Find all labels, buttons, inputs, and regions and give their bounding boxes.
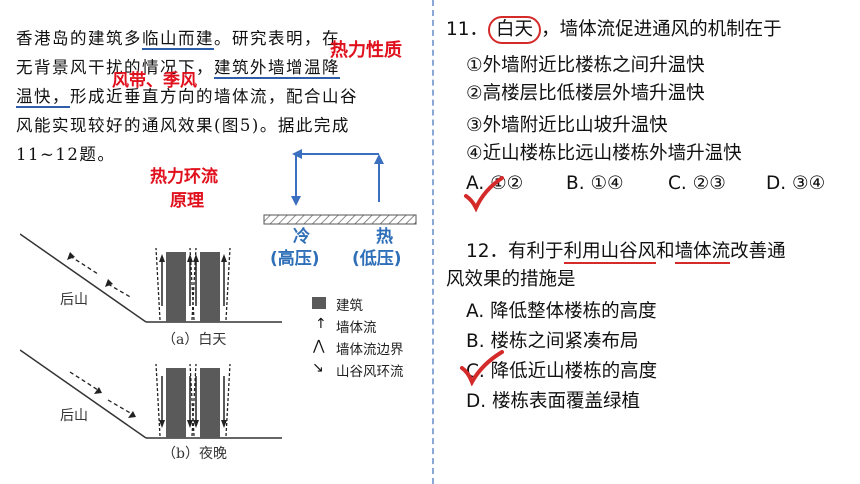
ground-surface: [263, 214, 417, 225]
q12-option-a: A. 降低整体楼栋的高度: [466, 301, 657, 322]
dashed-arrow-icon: ↘: [312, 360, 324, 376]
annotation-thermal-circulation: 热力环流: [150, 167, 218, 187]
q12-option-d: D. 楼栋表面覆盖绿植: [466, 391, 641, 412]
question-11-stem: 11．白天，墙体流促进通风的机制在于: [446, 14, 782, 46]
passage-line-2: 无背景风干扰的情况下，建筑外墙增温降: [16, 53, 424, 82]
building-icon: [166, 368, 186, 438]
page-divider: [432, 0, 434, 484]
question-12-stem-line2: 风效果的措施是: [446, 269, 576, 290]
up-arrow-icon: ↑: [315, 316, 327, 332]
building-icon: [200, 368, 220, 438]
label-hot: 热: [376, 227, 393, 247]
valley-wind-figure: 后山 （a）白天 后山 （b）夜晚: [20, 233, 282, 462]
caption-night: （b）夜晚: [162, 446, 227, 462]
passage-underline-cool: 温快，: [16, 87, 70, 108]
underline-wall-flow: 墙体流: [674, 241, 731, 264]
passage-line-3: 温快，形成近垂直方向的墙体流，配合山谷: [16, 82, 424, 111]
arrow-up-icon: [374, 154, 384, 164]
legend-item-wall-flow-boundary: ⋀ 墙体流边界: [313, 338, 404, 358]
annotation-principle: 原理: [170, 191, 204, 211]
mountain-label-a: 后山: [60, 292, 88, 308]
legend-item-building: 建筑: [310, 294, 430, 316]
label-high-pressure: (高压): [270, 249, 320, 269]
q12-option-b: B. 楼栋之间紧凑布局: [466, 331, 639, 352]
reading-passage: 香港岛的建筑多临山而建。研究表明，在 无背景风干扰的情况下，建筑外墙增温降 温快…: [16, 24, 424, 169]
passage-text: 形成近垂直方向的墙体流，配合山谷: [70, 87, 358, 106]
checkmark-icon: [460, 350, 504, 386]
q11-option-4: ④近山楼栋比远山楼栋外墙升温快: [466, 143, 742, 164]
building-icon: [200, 252, 220, 322]
q12-option-c: C. 降低近山楼栋的高度: [466, 361, 658, 382]
label-cold: 冷: [293, 227, 310, 247]
passage-text: 无背景风干扰的情况下，: [16, 58, 214, 77]
legend-item-wall-flow: ↑ 墙体流: [315, 316, 377, 336]
q11-option-3: ③外墙附近比山坡升温快: [466, 115, 668, 136]
passage-line-1: 香港岛的建筑多临山而建。研究表明，在: [16, 24, 424, 53]
figure-legend: 建筑 ↑ 墙体流 ⋀ 墙体流边界 ↘ 山谷风环流: [310, 294, 430, 382]
panel-daytime: 后山 （a）白天: [20, 233, 282, 348]
dashed-boundary-icon: ⋀: [313, 338, 325, 354]
label-low-pressure: (低压): [352, 249, 402, 269]
q11-option-1: ①外墙附近比楼栋之间升温快: [466, 55, 705, 76]
caption-daytime: （a）白天: [162, 332, 226, 348]
arrow-left-icon: [292, 149, 302, 159]
q11-option-2: ②高楼层比低楼层外墙升温快: [466, 83, 705, 104]
passage-underline-mountain: 临山而建: [142, 29, 214, 50]
building-icon: [166, 252, 186, 322]
q11-choice-b: B. ①④: [566, 173, 624, 194]
passage-line-5: 11~12题。: [16, 145, 116, 164]
passage-line-4: 风能实现较好的通风效果(图5)。据此完成: [16, 116, 350, 135]
legend-item-valley-wind: ↘ 山谷风环流: [312, 360, 404, 380]
q11-choice-c: C. ②③: [668, 173, 726, 194]
building-square-icon: [312, 297, 326, 309]
panel-night: 后山 （b）夜晚: [20, 349, 282, 462]
q11-choice-d: D. ③④: [766, 173, 826, 194]
annotation-wind-belt: 风带、季风: [112, 71, 197, 91]
passage-text: 。研究表明，在: [214, 29, 340, 48]
annotation-thermal-property: 热力性质: [330, 40, 402, 61]
passage-underline-wall: 建筑外墙增温降: [214, 58, 340, 79]
underline-valley-wind: 利用山谷风: [563, 241, 657, 264]
highlight-daytime: 白天: [488, 16, 542, 44]
thermal-circulation-diagram: [263, 149, 417, 225]
passage-text: 香港岛的建筑多: [16, 29, 142, 48]
question-12-stem: 12．有利于利用山谷风和墙体流改善通: [466, 241, 786, 264]
mountain-label-b: 后山: [60, 408, 88, 424]
arrow-down-icon: [291, 196, 301, 206]
checkmark-icon: [464, 176, 504, 212]
